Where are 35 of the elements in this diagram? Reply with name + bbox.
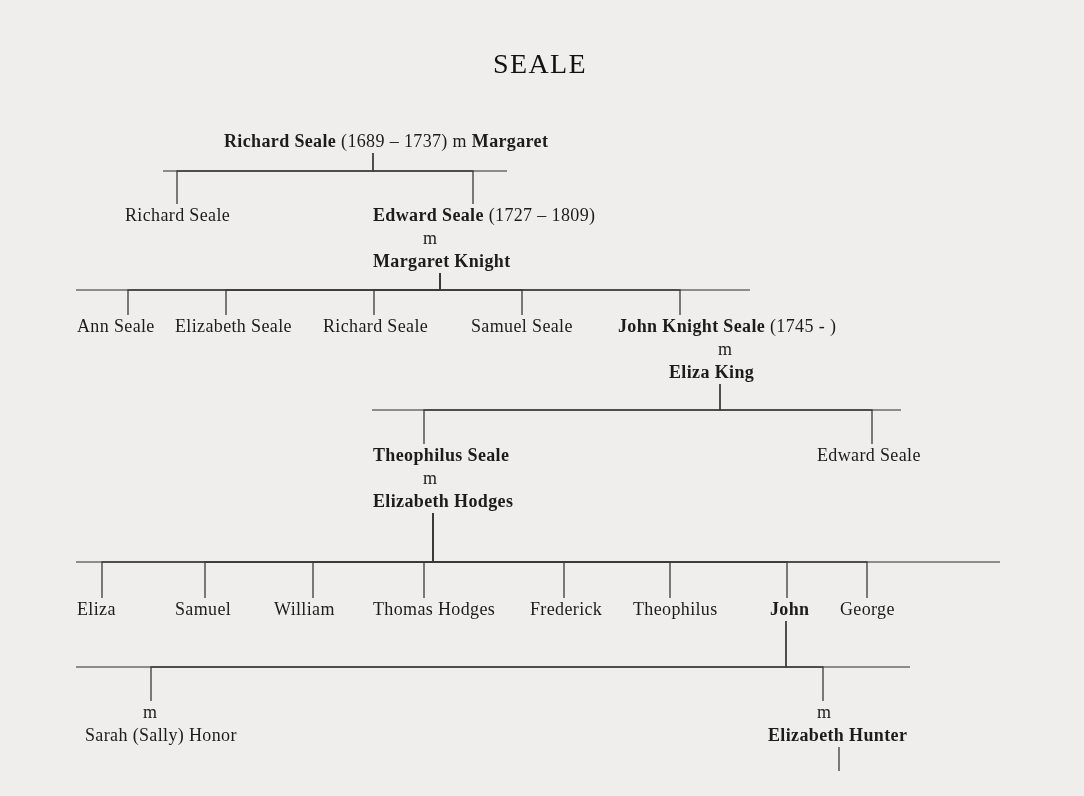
person-name: Frederick [530,598,603,621]
person-name: Samuel Seale [471,315,573,338]
person-name: Edward Seale [817,444,921,467]
person-name: John Knight Seale (1745 - ) [618,315,837,338]
title: SEALE [492,47,588,81]
marriage-mark: m [817,701,832,724]
person-name: Richard Seale (1689 – 1737) m Margaret [224,130,549,153]
marriage-mark: m [423,227,438,250]
marriage-mark: m [423,467,438,490]
descent-line [785,620,824,702]
marriage-mark: m [143,701,158,724]
person-name: Elizabeth Hunter [768,724,908,747]
person-name: Eliza [77,598,116,621]
person-name: Sarah (Sally) Honor [85,724,237,747]
person-name: Elizabeth Seale [175,315,292,338]
person-name: Richard Seale [323,315,429,338]
descent-line [372,152,474,205]
person-name: Elizabeth Hodges [373,490,514,513]
person-name: Edward Seale (1727 – 1809) [373,204,596,227]
descent-line [838,746,840,772]
person-name: Samuel [175,598,232,621]
person-name: Richard Seale [125,204,231,227]
person-name: Theophilus [633,598,718,621]
person-name: George [840,598,895,621]
person-name: Margaret Knight [373,250,511,273]
descent-line [432,512,868,599]
descent-line [719,383,873,445]
person-name: John [770,598,810,621]
marriage-mark: m [718,338,733,361]
person-name: William [274,598,335,621]
person-name: Thomas Hodges [373,598,496,621]
person-name: Eliza King [669,361,755,384]
descent-line [439,272,681,316]
person-name: Theophilus Seale [373,444,510,467]
person-name: Ann Seale [77,315,155,338]
